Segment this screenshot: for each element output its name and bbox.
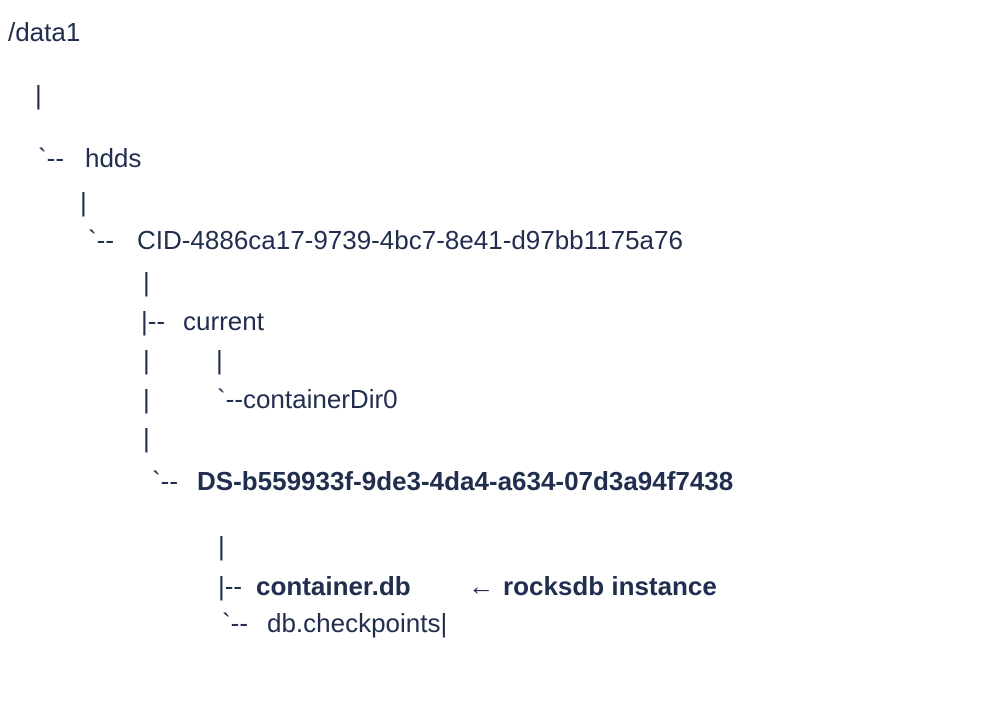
dir-db-checkpoints-label: db.checkpoints| (267, 608, 448, 638)
root-path-label: /data1 (8, 17, 81, 47)
dir-containerdir0-label: `--containerDir0 (217, 384, 398, 414)
tree-pipe: | (80, 187, 87, 217)
dir-cid-label: CID-4886ca17-9739-4bc7-8e41-d97bb1175a76 (137, 225, 683, 255)
tree-pipe: | (35, 80, 42, 110)
left-arrow-icon: ← (468, 571, 494, 601)
branch-prefix: `-- (38, 143, 64, 173)
file-container-db-label: container.db (256, 571, 411, 601)
tree-pipe: | (143, 345, 150, 375)
branch-prefix: `-- (222, 608, 248, 638)
tree-pipe: | (143, 423, 150, 453)
dir-ds-label: DS-b559933f-9de3-4da4-a634-07d3a94f7438 (197, 466, 734, 496)
rocksdb-instance-annotation: rocksdb instance (503, 571, 717, 601)
branch-prefix: `-- (88, 225, 114, 255)
branch-prefix: |-- (218, 571, 243, 601)
tree-pipe: | (216, 345, 223, 375)
dir-current-label: current (183, 306, 264, 336)
branch-prefix: |-- (141, 306, 166, 336)
tree-pipe: | (218, 531, 225, 561)
tree-pipe: | (143, 267, 150, 297)
tree-pipe: | (143, 384, 150, 414)
branch-prefix: `-- (152, 466, 178, 496)
dir-hdds-label: hdds (85, 143, 142, 173)
